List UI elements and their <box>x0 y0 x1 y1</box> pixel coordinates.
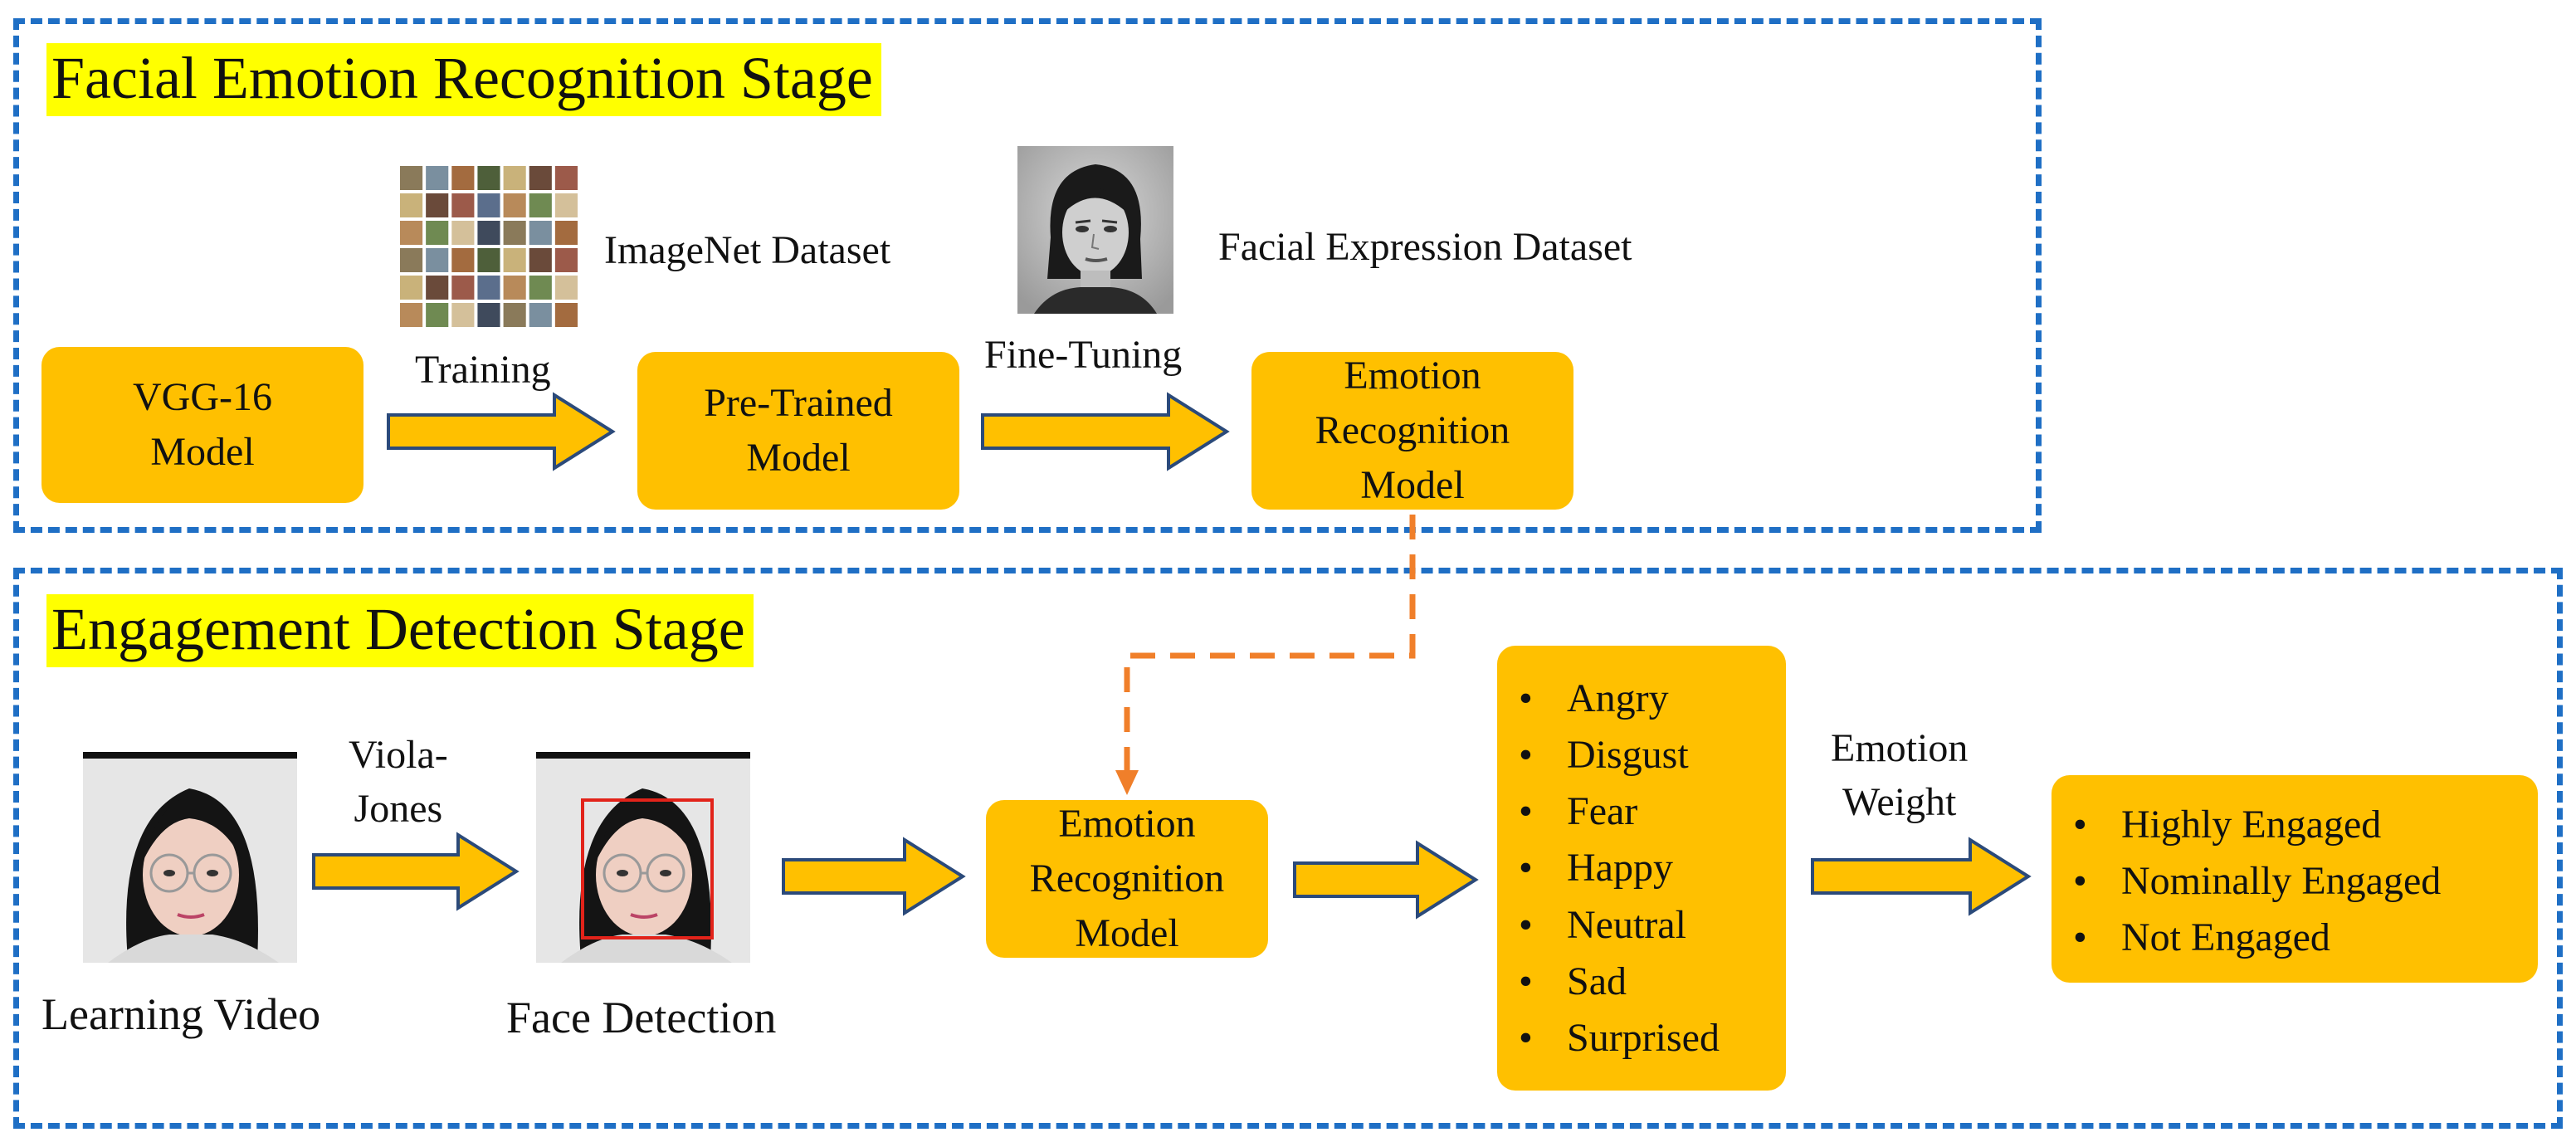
arrow-training <box>387 392 616 471</box>
fine-tuning-label: Fine-Tuning <box>984 333 1183 377</box>
model-transfer-connector <box>1115 515 1416 795</box>
training-label: Training <box>415 348 551 392</box>
facial-expression-dataset-label: Facial Expression Dataset <box>1218 225 1632 269</box>
erm-top-line-2: Recognition <box>1315 408 1510 452</box>
engagement-item: Highly Engaged <box>2066 797 2441 853</box>
weight-line-2: Weight <box>1842 779 1957 824</box>
engagement-item: Not Engaged <box>2066 910 2441 966</box>
emotion-item: Happy <box>1512 840 1720 896</box>
erm-bottom-line-3: Model <box>1075 911 1179 956</box>
arrow-fine-tuning <box>981 392 1230 471</box>
engagement-item: Nominally Engaged <box>2066 853 2441 910</box>
vgg16-line-2: Model <box>150 430 255 474</box>
engagement-detection-stage <box>13 568 2563 1129</box>
pretrained-line-2: Model <box>746 436 851 480</box>
emotion-recognition-model-box-top: Emotion Recognition Model <box>1251 352 1573 510</box>
imagenet-dataset-image <box>400 166 578 327</box>
emotion-recognition-model-box-bottom: Emotion Recognition Model <box>986 800 1268 958</box>
arrow-to-recognition <box>782 837 966 916</box>
arrow-viola-jones <box>312 832 520 911</box>
emotion-item: Sad <box>1512 954 1720 1010</box>
facial-expression-image <box>1017 146 1173 314</box>
weight-line-1: Emotion <box>1831 726 1969 770</box>
face-detection-image <box>536 752 750 963</box>
emotion-weight-label: Emotion Weight <box>1831 722 1968 830</box>
emotion-item: Neutral <box>1512 897 1720 954</box>
emotion-item: Disgust <box>1512 727 1720 783</box>
emotion-item: Angry <box>1512 671 1720 727</box>
emotion-item: Surprised <box>1512 1010 1720 1066</box>
stage2-title: Engagement Detection Stage <box>46 594 754 667</box>
viola-line-2: Jones <box>354 786 443 831</box>
erm-bottom-line-1: Emotion <box>1058 801 1196 846</box>
emotion-item: Fear <box>1512 783 1720 840</box>
engagement-levels-list: Highly Engaged Nominally Engaged Not Eng… <box>2066 797 2441 967</box>
facial-emotion-recognition-stage <box>13 18 2042 533</box>
face-detection-label: Face Detection <box>506 993 777 1042</box>
erm-bottom-line-2: Recognition <box>1029 856 1225 900</box>
erm-top-line-1: Emotion <box>1344 353 1481 398</box>
learning-video-label: Learning Video <box>41 989 321 1039</box>
arrow-to-emotions <box>1293 840 1479 920</box>
arrow-emotion-weight <box>1811 837 2032 916</box>
vgg16-line-1: VGG-16 <box>133 374 272 419</box>
viola-jones-label: Viola- Jones <box>349 729 448 837</box>
face-bounding-box <box>581 798 714 939</box>
pretrained-model-box: Pre-Trained Model <box>637 352 959 510</box>
imagenet-dataset-label: ImageNet Dataset <box>604 228 891 272</box>
pretrained-line-1: Pre-Trained <box>704 380 893 425</box>
viola-line-1: Viola- <box>349 733 448 777</box>
stage1-title: Facial Emotion Recognition Stage <box>46 43 881 116</box>
vgg16-model-box: VGG-16 Model <box>41 347 363 503</box>
emotion-classes-list: Angry Disgust Fear Happy Neutral Sad Sur… <box>1512 671 1720 1066</box>
learning-video-image <box>83 752 297 963</box>
erm-top-line-3: Model <box>1360 463 1465 508</box>
